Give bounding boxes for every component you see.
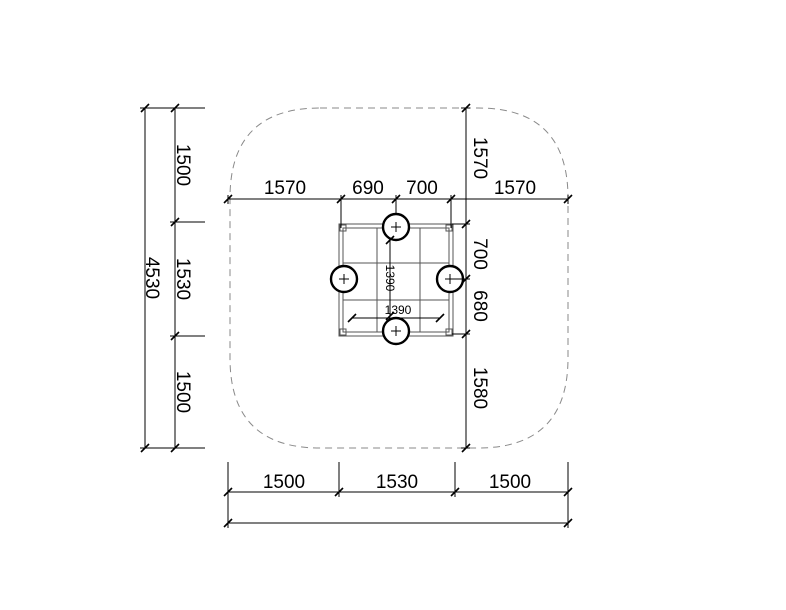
bottom-mid-label: 1530 (376, 472, 418, 493)
right-bottom-label: 1580 (469, 367, 490, 409)
left-total-label: 4530 (141, 257, 162, 299)
top-dimension-chain: 1570 690 700 1570 (223, 178, 573, 228)
bottom-right-label: 1500 (489, 472, 531, 493)
left-bottom-label: 1500 (172, 371, 193, 413)
right-inner-bottom-label: 680 (469, 290, 490, 322)
right-top-label: 1570 (469, 137, 490, 179)
posts (329, 212, 465, 346)
left-mid-label: 1530 (172, 258, 193, 300)
safety-zone-outline (229, 107, 569, 449)
right-dimension-chain: 1570 700 680 1580 (452, 103, 490, 453)
inner-vertical-label: 1390 (383, 265, 397, 292)
inner-dimension-horizontal: 1390 (347, 303, 445, 323)
top-left-label: 1570 (264, 178, 306, 199)
right-inner-top-label: 700 (469, 238, 490, 270)
left-top-label: 1500 (172, 144, 193, 186)
bottom-dimension-chain: 1500 1530 1500 (223, 462, 573, 528)
top-right-label: 1570 (494, 178, 536, 199)
inner-dimension-vertical: 1390 (383, 235, 397, 321)
inner-horizontal-label: 1390 (385, 303, 412, 317)
top-inner-left-label: 690 (352, 178, 384, 199)
left-dimension-chain: 4530 1500 1530 1500 (140, 103, 205, 453)
bottom-left-label: 1500 (263, 472, 305, 493)
top-inner-right-label: 700 (406, 178, 438, 199)
